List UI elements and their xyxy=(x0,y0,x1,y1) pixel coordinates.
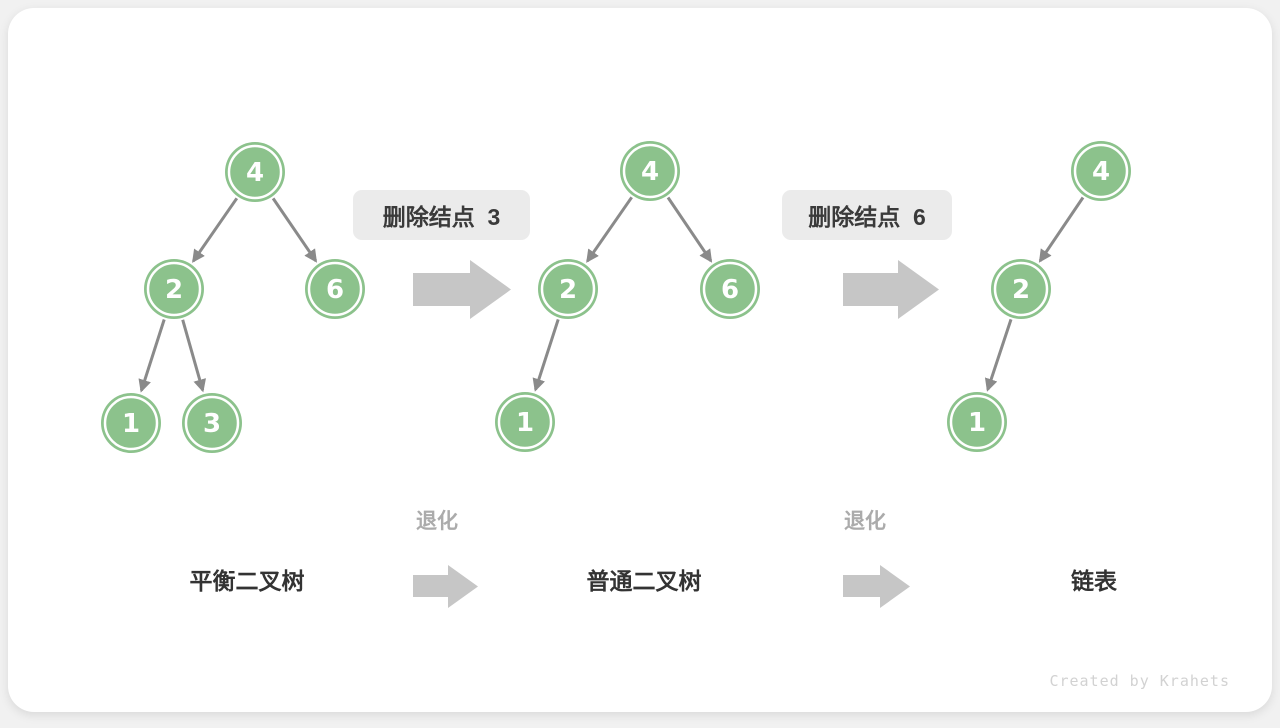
node-value: 4 xyxy=(246,158,264,188)
stage-title-ordinary: 普通二叉树 xyxy=(586,568,702,594)
degrade-label: 退化 xyxy=(844,510,886,533)
tree-edge xyxy=(984,318,1013,392)
step-arrow-icon xyxy=(413,260,511,319)
node-value: 2 xyxy=(1012,275,1030,305)
tree-edge xyxy=(138,319,166,393)
tree-edge xyxy=(586,196,633,263)
tree-edge xyxy=(181,319,206,393)
tree-node: 6 xyxy=(700,259,760,319)
node-value: 1 xyxy=(122,409,140,439)
tree-node: 4 xyxy=(1071,141,1131,201)
tree-linked-list: 4 2 1 xyxy=(947,141,1131,452)
node-value: 6 xyxy=(326,275,344,305)
node-value: 1 xyxy=(516,408,534,438)
tree-edge xyxy=(1038,196,1085,263)
tree-edge xyxy=(666,196,713,263)
stage-title-linked-list: 链表 xyxy=(1071,568,1117,594)
tree-node: 3 xyxy=(182,393,242,453)
tree-node: 6 xyxy=(305,259,365,319)
tree-balanced: 4 2 6 1 3 xyxy=(101,142,365,453)
tree-node: 4 xyxy=(620,141,680,201)
node-value: 6 xyxy=(721,275,739,305)
tree-diagram-svg: 4 2 6 1 3 xyxy=(101,141,1131,608)
node-value: 3 xyxy=(203,409,221,439)
tree-node: 2 xyxy=(144,259,204,319)
tree-node: 1 xyxy=(495,392,555,452)
degrade-arrow-icon xyxy=(843,565,910,608)
step-label-delete-3: 删除结点 3 xyxy=(353,190,530,240)
step-label-delete-6: 删除结点 6 xyxy=(782,190,952,240)
step-arrow-icon xyxy=(843,260,939,319)
tree-edge xyxy=(271,197,318,263)
tree-edge xyxy=(192,197,239,263)
tree-node: 1 xyxy=(101,393,161,453)
diagram-card: 4 2 6 1 3 xyxy=(8,8,1272,712)
node-value: 4 xyxy=(641,157,659,187)
tree-node: 4 xyxy=(225,142,285,202)
degrade-arrow-icon xyxy=(413,565,478,608)
watermark: Created by Krahets xyxy=(1049,672,1230,690)
tree-node: 2 xyxy=(538,259,598,319)
node-value: 2 xyxy=(559,275,577,305)
tree-node: 2 xyxy=(991,259,1051,319)
tree-edge xyxy=(532,318,560,392)
tree-ordinary: 4 2 6 1 xyxy=(495,141,760,452)
degrade-label: 退化 xyxy=(416,510,458,533)
node-value: 2 xyxy=(165,275,183,305)
stage-title-balanced: 平衡二叉树 xyxy=(189,568,305,594)
node-value: 4 xyxy=(1092,157,1110,187)
tree-node: 1 xyxy=(947,392,1007,452)
node-value: 1 xyxy=(968,408,986,438)
